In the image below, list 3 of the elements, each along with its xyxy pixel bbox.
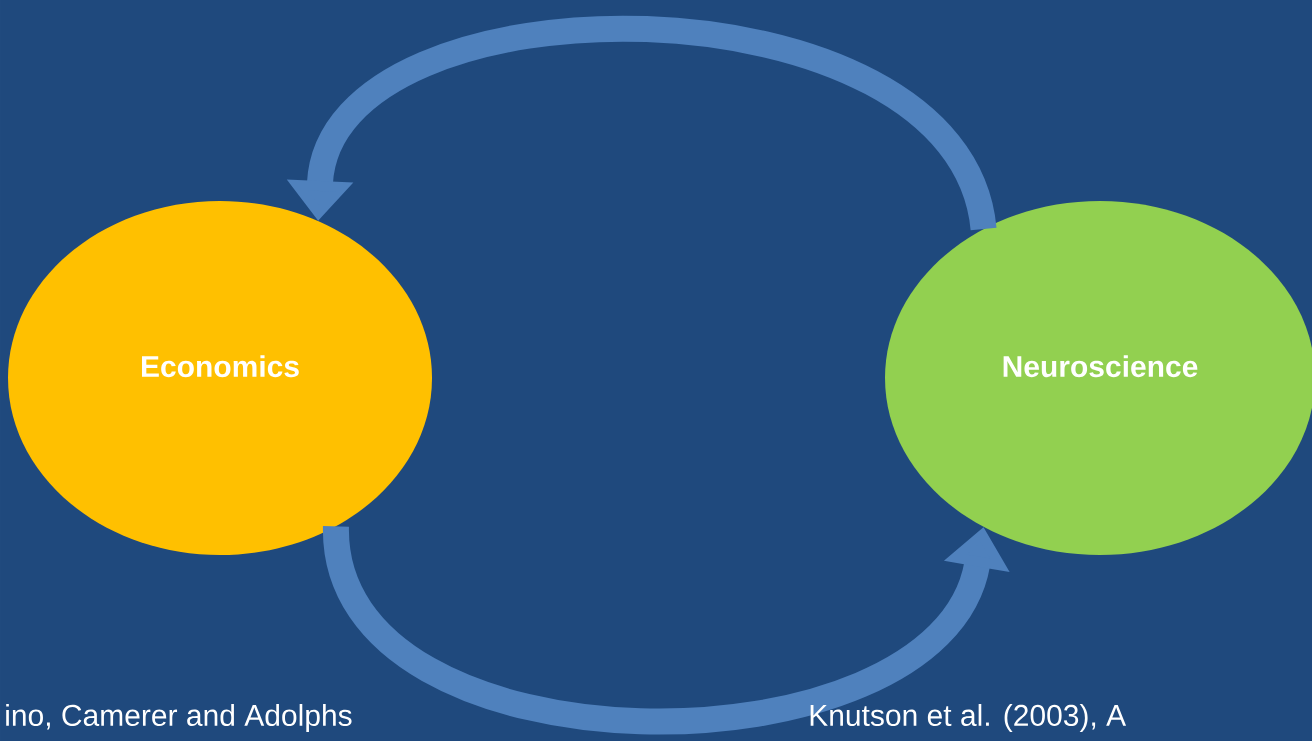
ellipse-node: Economics xyxy=(8,201,432,555)
caption-text: ino, Camerer and Adolphs xyxy=(6,704,352,732)
caption-text: Knutson et al. (2003), A xyxy=(810,704,1127,732)
